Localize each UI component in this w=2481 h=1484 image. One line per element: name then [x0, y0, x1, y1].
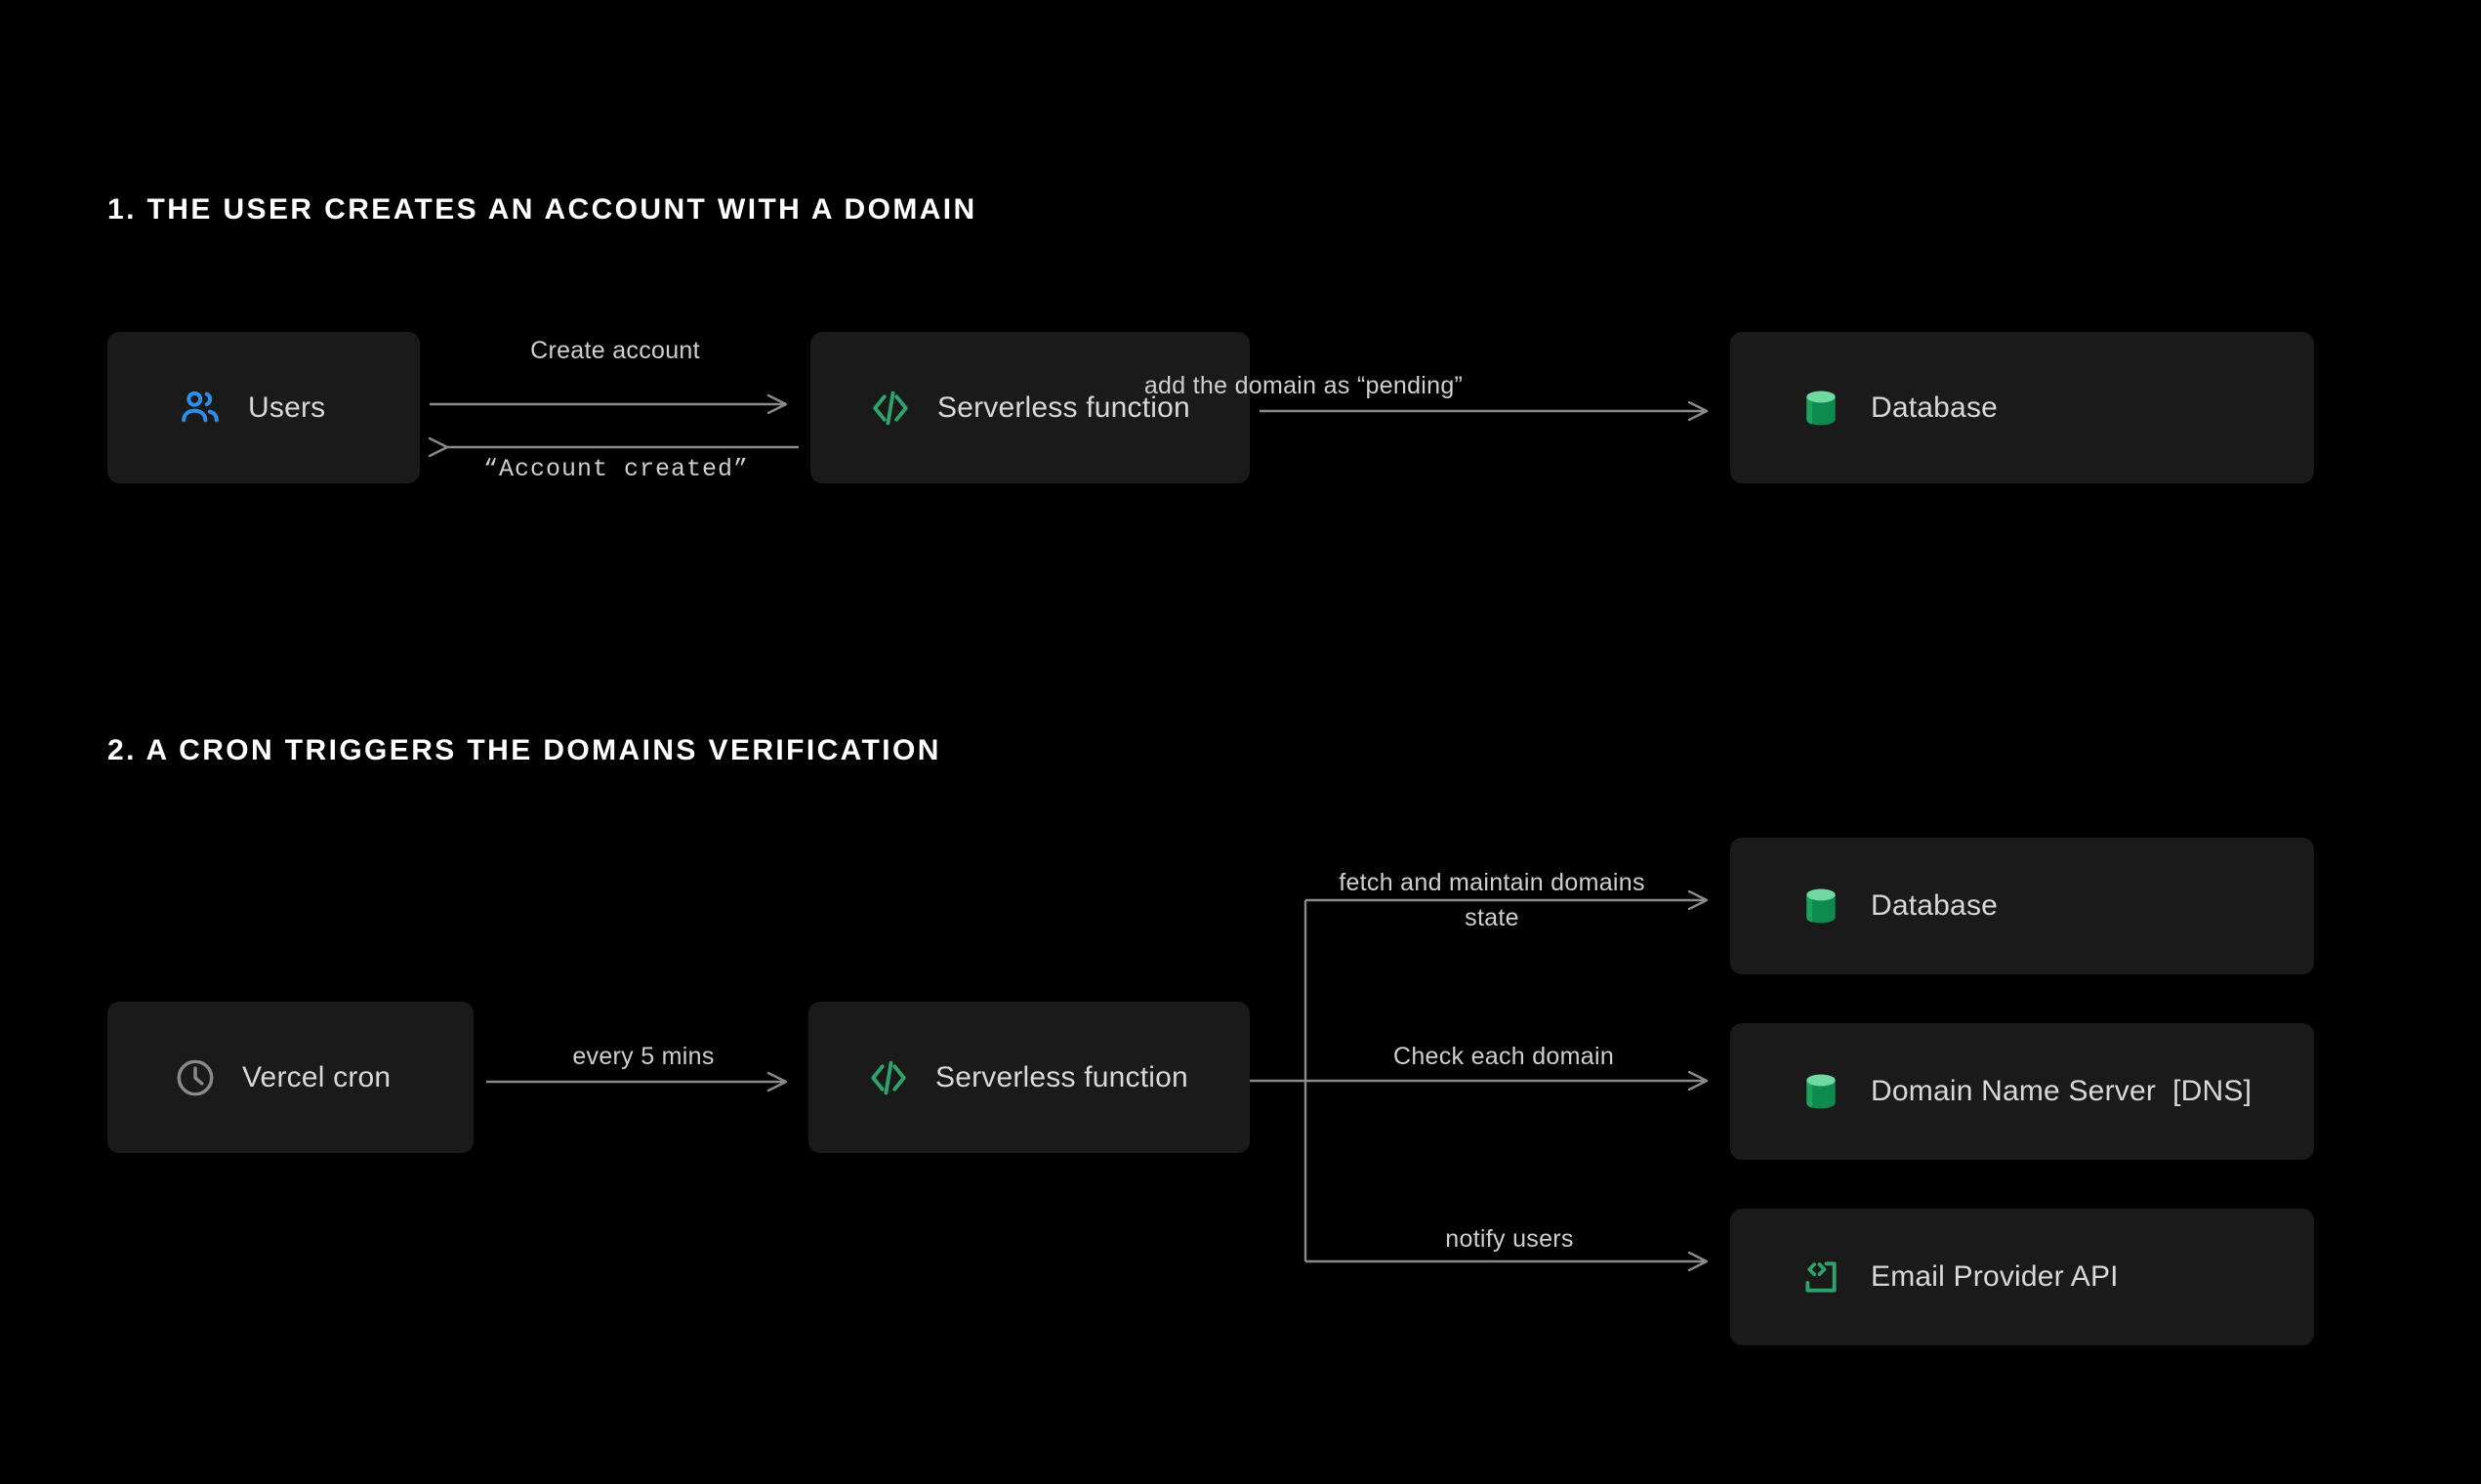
edge-label-fetch-and-maintain: fetch and maintain domains state	[1339, 869, 1645, 931]
section-heading-1: 1. THE USER CREATES AN ACCOUNT WITH A DO…	[107, 193, 977, 226]
node-domain-name-server[interactable]: Domain Name Server [DNS]	[1730, 1023, 2314, 1160]
edge-label-every-5-mins: every 5 mins	[572, 1043, 715, 1070]
node-email-provider-api[interactable]: Email Provider API	[1730, 1209, 2314, 1345]
edge-label-check-each-domain: Check each domain	[1392, 1043, 1615, 1070]
edge-label-account-created: “Account created”	[482, 455, 750, 483]
code-slash-icon	[869, 387, 912, 430]
edge-label-add-domain-pending: add the domain as “pending”	[1143, 372, 1464, 399]
node-label: Database	[1871, 391, 1999, 424]
code-slash-icon	[867, 1056, 910, 1099]
edge-label-notify-users: notify users	[1445, 1225, 1574, 1253]
node-label: Domain Name Server [DNS]	[1871, 1075, 2253, 1107]
database-cylinder-icon	[1800, 1069, 1841, 1114]
node-users[interactable]: Users	[107, 332, 420, 483]
clock-icon	[174, 1056, 217, 1099]
node-label: Vercel cron	[242, 1060, 392, 1093]
node-label: Database	[1871, 889, 1999, 922]
node-database-2[interactable]: Database	[1730, 838, 2314, 974]
node-label: Users	[248, 391, 326, 424]
edge-label-create-account: Create account	[530, 337, 700, 364]
node-database-1[interactable]: Database	[1730, 332, 2314, 483]
users-icon	[178, 386, 223, 431]
node-serverless-function-1[interactable]: Serverless function	[810, 332, 1250, 483]
node-vercel-cron[interactable]: Vercel cron	[107, 1002, 474, 1153]
node-label: Email Provider API	[1871, 1260, 2119, 1293]
node-serverless-function-2[interactable]: Serverless function	[808, 1002, 1250, 1153]
database-cylinder-icon	[1800, 386, 1841, 431]
node-label: Serverless function	[937, 391, 1190, 424]
api-bracket-icon	[1800, 1257, 1841, 1298]
section-heading-2: 2. A CRON TRIGGERS THE DOMAINS VERIFICAT…	[107, 734, 941, 766]
node-label: Serverless function	[935, 1060, 1188, 1093]
database-cylinder-icon	[1800, 884, 1841, 928]
